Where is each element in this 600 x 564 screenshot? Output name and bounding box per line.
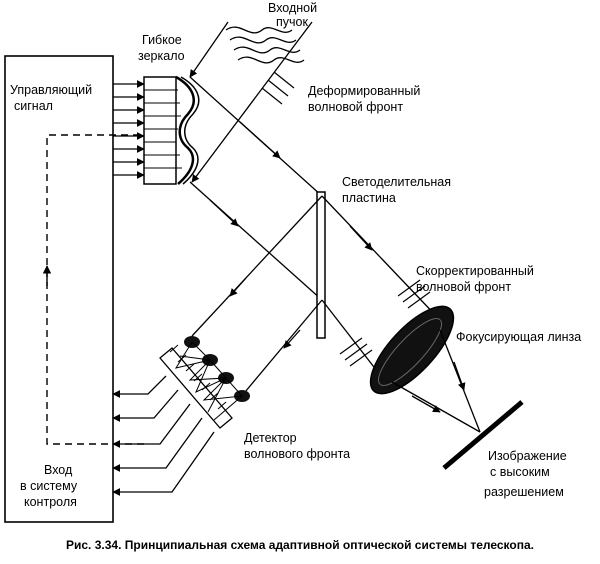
corrected-front-label: волновой фронт — [416, 280, 511, 294]
beam-splitter-label: пластина — [342, 191, 396, 205]
corrected-front-label: Скорректированный — [416, 264, 534, 278]
labels: Входной пучок Гибкое зеркало Деформирова… — [10, 1, 581, 509]
detector-label: волнового фронта — [244, 447, 350, 461]
control-input-label: Вход — [44, 463, 73, 477]
figure-caption: Рис. 3.34. Принципиальная схема адаптивн… — [66, 538, 534, 552]
flex-mirror-label: Гибкое — [142, 33, 182, 47]
image-label: разрешением — [484, 485, 564, 499]
focus-rays — [391, 329, 481, 433]
control-system-box — [4, 55, 114, 523]
image-label: Изображение — [488, 449, 567, 463]
wavefront-detector — [159, 336, 250, 429]
detector-output-arrows — [112, 375, 215, 496]
incoming-beam — [189, 21, 313, 183]
image-plane — [442, 400, 524, 470]
deformed-wavefront — [261, 71, 295, 105]
control-signal-label: сигнал — [14, 99, 53, 113]
deformed-front-label: Деформированный — [308, 84, 420, 98]
focusing-lens — [369, 305, 455, 395]
beam-splitter — [316, 191, 326, 339]
image-label: с высоким — [490, 465, 550, 479]
feedback-loop-dashed — [46, 134, 144, 445]
control-input-label: контроля — [24, 495, 77, 509]
input-beam-label: Входной — [268, 1, 317, 15]
control-input-label: в систему — [20, 479, 78, 493]
corrected-wavefront — [339, 279, 431, 367]
input-beam-label: пучок — [276, 15, 308, 29]
reflected-beam — [189, 76, 323, 301]
flex-mirror-label: зеркало — [138, 49, 185, 63]
control-arrows — [113, 80, 145, 179]
split-beam — [191, 195, 323, 399]
detector-label: Детектор — [244, 431, 297, 445]
control-signal-label: Управляющий — [10, 83, 92, 97]
beam-splitter-label: Светоделительная — [342, 175, 451, 189]
deformed-front-label: волновой фронт — [308, 100, 403, 114]
flexible-mirror — [143, 75, 200, 185]
focusing-lens-label: Фокусирующая линза — [456, 330, 581, 344]
